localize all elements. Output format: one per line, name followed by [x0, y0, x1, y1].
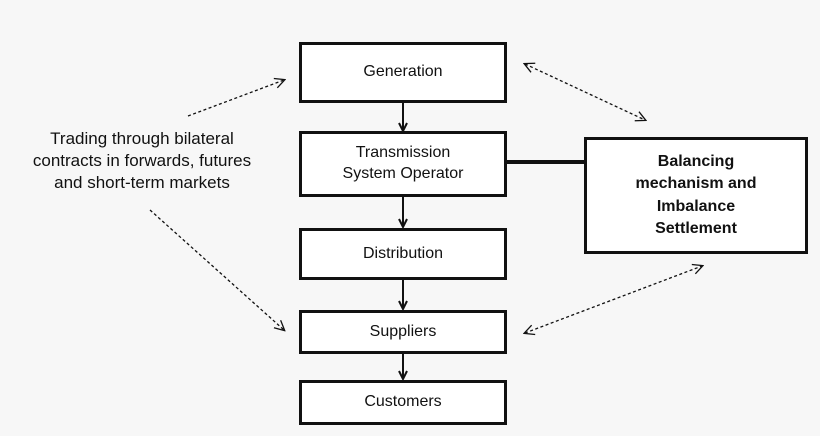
- balancing-label-line3: Imbalance: [656, 197, 736, 215]
- distribution-label: Distribution: [362, 244, 444, 262]
- tso-label-line1: Transmission: [355, 144, 451, 162]
- tso-box: Transmission System Operator: [299, 131, 507, 197]
- customers-box: Customers: [299, 380, 507, 425]
- dashed-arrow-trading-to-generation: [187, 80, 284, 117]
- generation-label: Generation: [363, 63, 443, 81]
- balancing-box: Balancing mechanism and Imbalance Settle…: [584, 137, 808, 254]
- balancing-label-line2: mechanism and: [635, 175, 757, 193]
- balancing-label-line1: Balancing: [657, 152, 735, 170]
- dashed-arrow-suppliers-balancing: [525, 266, 702, 333]
- tso-label-line2: System Operator: [342, 165, 464, 182]
- trading-note-line1: Trading through bilateral: [50, 129, 234, 148]
- trading-note-line3: and short-term markets: [54, 173, 230, 193]
- balancing-label-line4: Settlement: [655, 219, 737, 237]
- suppliers-label: Suppliers: [369, 322, 437, 340]
- customers-label: Customers: [364, 393, 442, 411]
- dashed-arrow-generation-balancing: [525, 64, 645, 120]
- trading-note: Trading through bilateral contracts in f…: [22, 128, 262, 194]
- generation-box: Generation: [299, 42, 507, 103]
- distribution-box: Distribution: [299, 228, 507, 280]
- dashed-arrow-trading-to-suppliers: [149, 209, 284, 330]
- suppliers-box: Suppliers: [299, 310, 507, 354]
- trading-note-line2: contracts in forwards, futures: [32, 151, 252, 171]
